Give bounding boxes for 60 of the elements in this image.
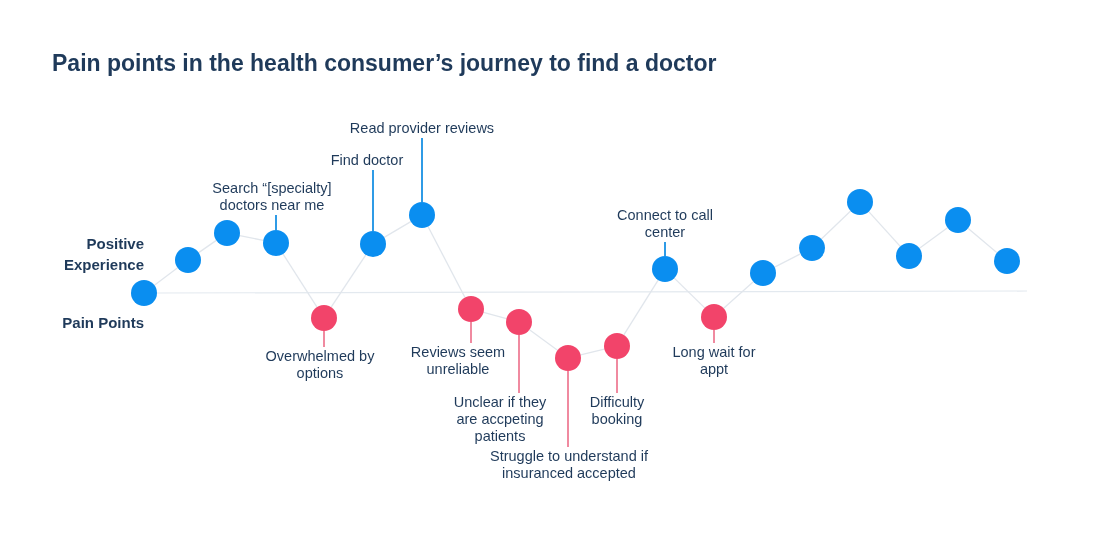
- journey-line: [482, 311, 508, 320]
- axis-label: Positive Experience: [62, 234, 144, 275]
- journey-line: [773, 253, 802, 268]
- step-label: Find doctor: [317, 152, 417, 169]
- journey-point-marker: [409, 202, 435, 228]
- leader-line: [372, 169, 374, 232]
- leader-line: [616, 358, 618, 394]
- leader-line: [518, 334, 520, 394]
- pain-point-label: Long wait for appt: [664, 344, 764, 378]
- journey-line: [868, 211, 901, 247]
- leader-line: [713, 329, 715, 344]
- pain-point-label: Unclear if they are accpeting patients: [445, 394, 555, 445]
- journey-point-marker: [360, 231, 386, 257]
- journey-line: [580, 348, 605, 356]
- pain-point-label: Overwhelmed by options: [255, 348, 385, 382]
- journey-point-marker: [945, 207, 971, 233]
- leader-line: [275, 214, 277, 231]
- step-label: Read provider reviews: [332, 120, 512, 137]
- pain-point-label: Difficulty booking: [574, 394, 660, 428]
- journey-point-marker: [263, 230, 289, 256]
- leader-line: [664, 241, 666, 257]
- axis-label: Pain Points: [61, 313, 144, 333]
- pain-point-marker: [701, 304, 727, 330]
- pain-point-label: Struggle to understand if insuranced accepted: [486, 448, 652, 482]
- journey-line: [918, 227, 949, 249]
- pain-point-label: Reviews seem unreliable: [400, 344, 516, 378]
- leader-line: [421, 137, 423, 203]
- journey-line: [967, 227, 998, 254]
- journey-line: [282, 253, 318, 308]
- journey-line: [673, 277, 706, 309]
- pain-point-marker: [311, 305, 337, 331]
- journey-line: [427, 225, 466, 299]
- pain-point-marker: [604, 333, 630, 359]
- leader-line: [323, 330, 325, 348]
- journey-line: [198, 239, 217, 254]
- journey-point-marker: [799, 235, 825, 261]
- journey-point-marker: [847, 189, 873, 215]
- journey-point-marker: [750, 260, 776, 286]
- step-label: Connect to call center: [602, 207, 728, 241]
- journey-point-marker: [652, 256, 678, 282]
- leader-line: [567, 370, 569, 448]
- chart-title: Pain points in the health consumer’s journey to find a doctor: [52, 50, 717, 77]
- journey-point-marker: [994, 248, 1020, 274]
- journey-line: [623, 279, 659, 336]
- journey-point-marker: [131, 280, 157, 306]
- journey-point-marker: [896, 243, 922, 269]
- journey-point-marker: [214, 220, 240, 246]
- journey-line: [820, 210, 852, 240]
- journey-point-marker: [175, 247, 201, 273]
- journey-line: [153, 267, 179, 286]
- journey-line: [528, 329, 559, 351]
- pain-point-marker: [506, 309, 532, 335]
- step-label: Search “[specialty] doctors near me: [197, 180, 347, 214]
- journey-line: [330, 254, 367, 308]
- leader-line: [470, 321, 472, 344]
- pain-point-marker: [555, 345, 581, 371]
- pain-point-marker: [458, 296, 484, 322]
- journey-line: [239, 234, 264, 242]
- journey-line: [723, 281, 754, 309]
- journey-line: [383, 220, 412, 239]
